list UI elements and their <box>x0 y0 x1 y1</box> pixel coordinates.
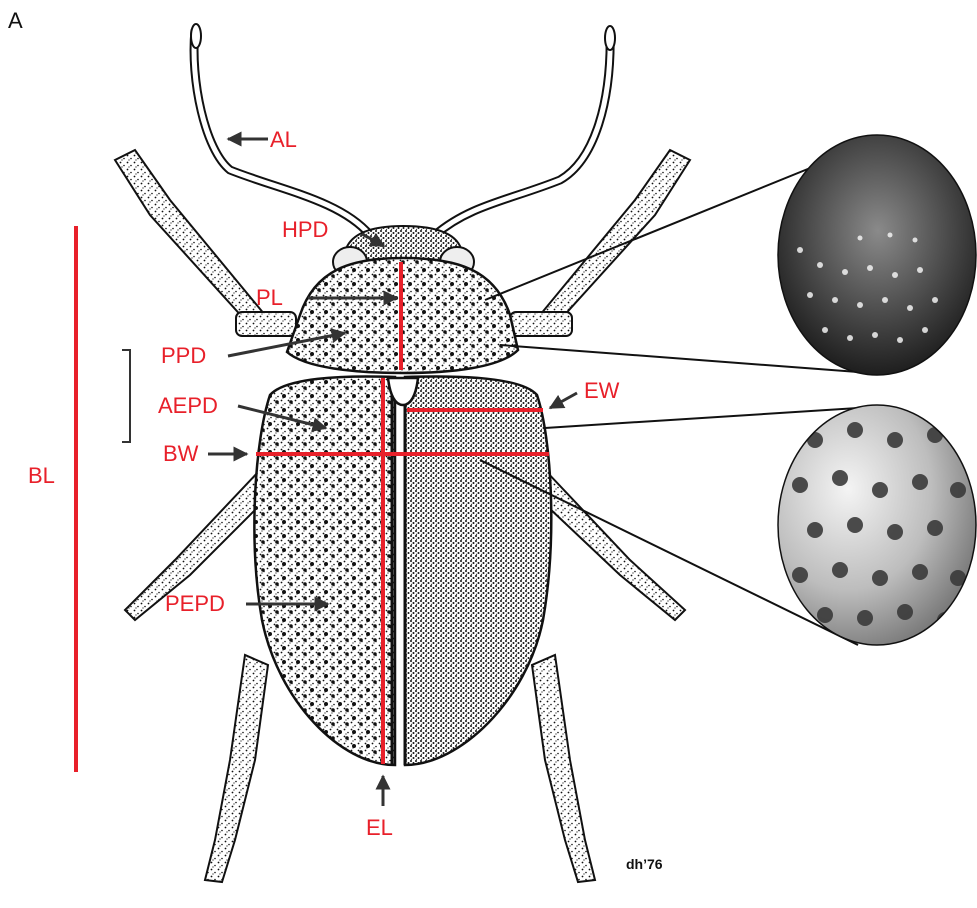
label-hpd: HPD <box>282 219 328 241</box>
label-ppd: PPD <box>161 345 206 367</box>
label-aepd: AEPD <box>158 395 218 417</box>
ew-arrow <box>550 393 577 408</box>
label-bl: BL <box>28 465 55 487</box>
panel-letter: A <box>8 8 23 34</box>
elytra <box>254 376 551 765</box>
label-pepd: PEPD <box>165 593 225 615</box>
antennae <box>191 24 615 235</box>
label-pl: PL <box>256 287 283 309</box>
label-ew: EW <box>584 380 619 402</box>
aepd-bracket <box>122 350 130 442</box>
magnified-insets <box>480 135 977 645</box>
label-bw: BW <box>163 443 198 465</box>
label-el: EL <box>366 817 393 839</box>
artist-signature: dh’76 <box>626 856 663 872</box>
label-al: AL <box>270 129 297 151</box>
